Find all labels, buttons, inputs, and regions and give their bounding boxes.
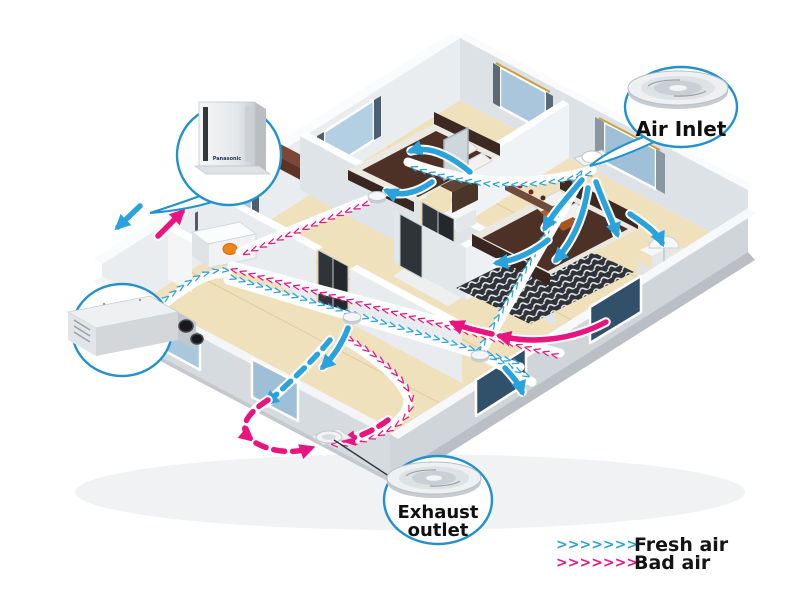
diffuser-puck (470, 350, 490, 363)
callout-purifier-unit: Panasonic (149, 101, 283, 214)
callout-exhaust-outlet: Exhaust outlet (333, 439, 494, 546)
duct-port (190, 333, 204, 345)
duct-port (178, 319, 194, 333)
curtain (493, 63, 500, 107)
fresh-air-arrows (262, 140, 667, 408)
front-right-wall (390, 208, 756, 486)
air-inlet-label: Air Inlet (636, 117, 727, 141)
bad-air-legend-label: Bad air (634, 552, 711, 574)
curtain (374, 96, 381, 140)
vase (528, 189, 534, 195)
purifier-unit: Panasonic (193, 101, 272, 175)
ceiling-diffuser (386, 461, 482, 498)
exhaust-floor-diffuser (309, 428, 353, 446)
legend: >>>>>>> Fresh air >>>>>>> Bad air (556, 534, 729, 574)
vent-grille (245, 106, 252, 162)
kitchen-unit (190, 221, 258, 269)
door (332, 257, 349, 323)
diffuser-puck (342, 312, 362, 325)
callout-heat-exchange-unit (66, 282, 204, 378)
exterior-air-arrows (113, 201, 187, 241)
fresh-air-legend-label: Fresh air (634, 534, 729, 556)
callout-air-inlet: Air Inlet (589, 65, 739, 167)
accent-pillow (556, 217, 580, 231)
exhaust-outlet-label-line1: Exhaust (398, 502, 479, 523)
unit-indicator (222, 243, 238, 255)
brand-logo: Panasonic (213, 156, 242, 162)
bad-air-legend-swatch: >>>>>>> (556, 555, 638, 571)
curtain (656, 149, 665, 194)
heat-exchange-unit (66, 295, 204, 356)
ceiling-diffuser (627, 70, 729, 109)
fresh-air-legend-swatch: >>>>>>> (556, 537, 638, 553)
exhaust-outlet-label-line2: outlet (408, 520, 469, 541)
diffuser-puck (367, 191, 387, 204)
door (399, 213, 423, 279)
intake-slit (203, 107, 208, 161)
vase (540, 195, 546, 201)
